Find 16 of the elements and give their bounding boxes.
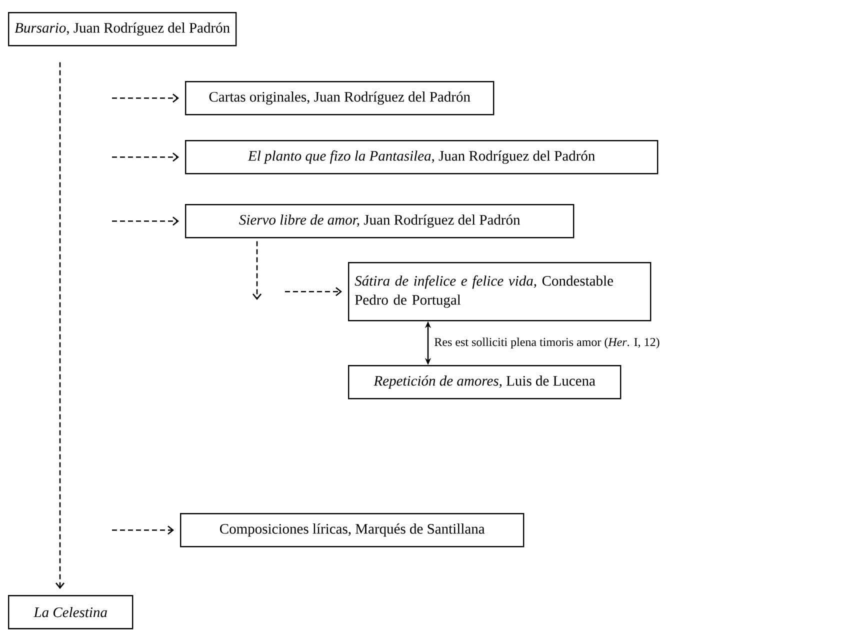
text-box: Composiciones líricas, Marqués de Santillana — [180, 513, 524, 548]
text-box: Sátira de infelice e felice vida, Condestable Pedro de Portugal — [348, 262, 652, 322]
text-box: Siervo libre de amor, Juan Rodríguez del Padrón — [185, 204, 574, 238]
text-box: El planto que fizo la Pantasilea, Juan Rodríguez del Padrón — [185, 140, 658, 174]
text-box: Repetición de amores, Luis de Lucena — [348, 365, 622, 400]
arrow — [112, 526, 174, 535]
arrow — [112, 152, 179, 162]
text-box: Bursario, Juan Rodríguez del Padrón — [8, 12, 237, 46]
arrow — [112, 94, 179, 103]
arrow — [285, 287, 342, 296]
text-box: La Celestina — [8, 595, 134, 630]
arrow — [112, 216, 179, 226]
arrow — [56, 62, 65, 589]
edge-label: Res est solliciti plena timoris amor (Her. I, 12) — [432, 336, 662, 351]
text-box: Cartas originales, Juan Rodríguez del Padrón — [185, 81, 494, 116]
arrow — [252, 241, 262, 300]
